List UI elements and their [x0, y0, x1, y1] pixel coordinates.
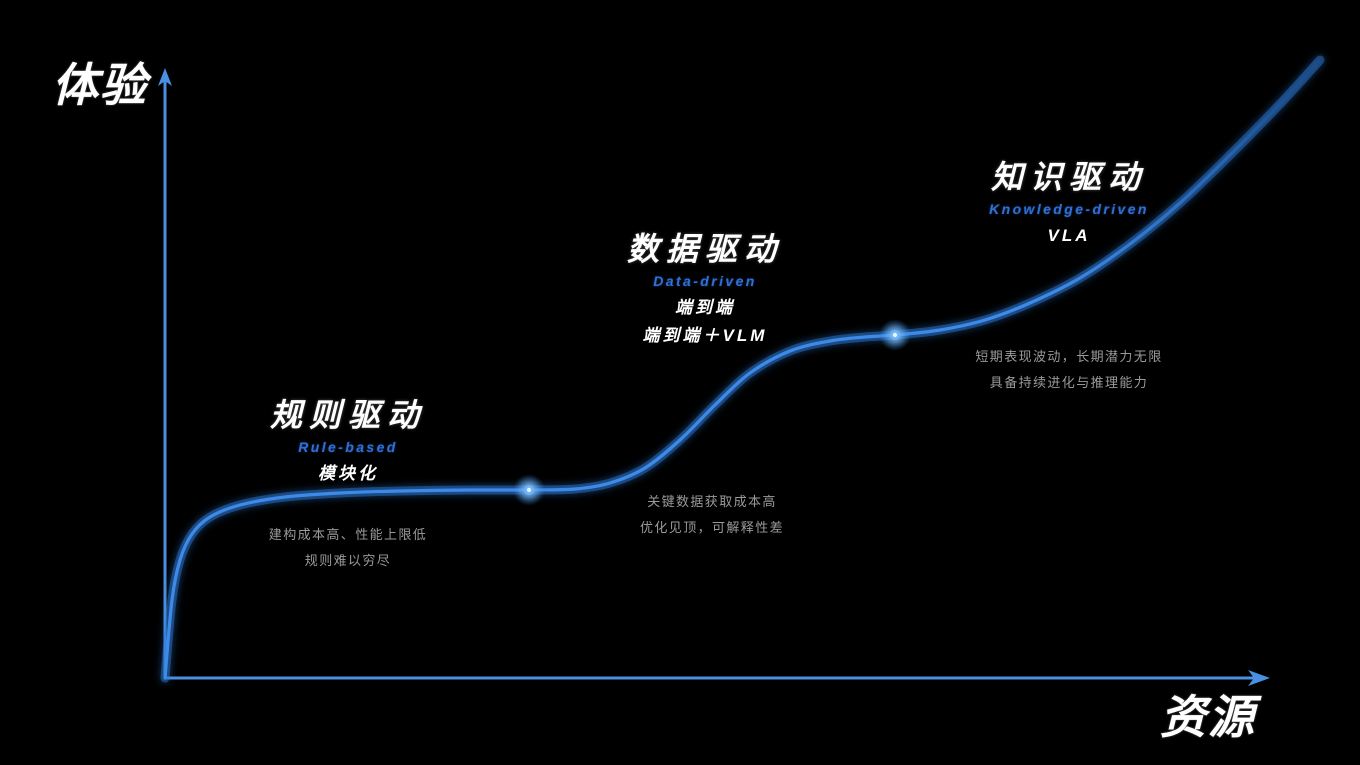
stage-title-en-knowledge-driven: Knowledge-driven [989, 200, 1149, 217]
stage-title-en-data-driven: Data-driven [653, 272, 757, 289]
y-axis [158, 68, 172, 678]
stage-label-rule-based: 规则驱动 Rule-based 模块化 [269, 397, 427, 488]
stage-label-knowledge-driven: 知识驱动 Knowledge-driven VLA [989, 159, 1149, 250]
curve-node-group [513, 319, 911, 506]
caption-line-1: 短期表现波动，长期潜力无限 [975, 349, 1163, 364]
stage-subtitle-data-driven-line2: 端到端＋VLM [642, 325, 768, 345]
caption-line-2: 规则难以穷尽 [304, 553, 392, 568]
x-axis-title: 资源 [1160, 691, 1256, 743]
stage-title-cn-knowledge-driven: 知识驱动 [990, 159, 1147, 195]
caption-line-1: 关键数据获取成本高 [647, 494, 777, 509]
caption-line-2: 具备持续进化与推理能力 [989, 375, 1149, 390]
stage-label-data-driven: 数据驱动 Data-driven 端到端 端到端＋VLM [626, 231, 784, 349]
stage-caption-rule-based: 建构成本高、性能上限低 规则难以穷尽 [269, 522, 427, 574]
stage-subtitle-rule-based: 模块化 [317, 464, 378, 484]
caption-line-2: 优化见顶，可解释性差 [639, 520, 785, 535]
caption-line-1: 建构成本高、性能上限低 [268, 527, 428, 542]
curve-node-core [892, 332, 898, 338]
stage-subtitle-data-driven-line1: 端到端 [674, 298, 735, 318]
stage-title-cn-data-driven: 数据驱动 [626, 231, 784, 267]
stage-caption-data-driven: 关键数据获取成本高 优化见顶，可解释性差 [640, 489, 784, 541]
stage-caption-knowledge-driven: 短期表现波动，长期潜力无限 具备持续进化与推理能力 [975, 344, 1162, 396]
curve-node-core [526, 487, 532, 493]
growth-curve-line [163, 58, 1322, 680]
x-axis [164, 670, 1270, 686]
stage-subtitle-knowledge-driven: VLA [1047, 226, 1091, 246]
stage-title-en-rule-based: Rule-based [298, 438, 398, 455]
stage-title-cn-rule-based: 规则驱动 [269, 397, 427, 433]
y-axis-title: 体验 [52, 59, 148, 111]
